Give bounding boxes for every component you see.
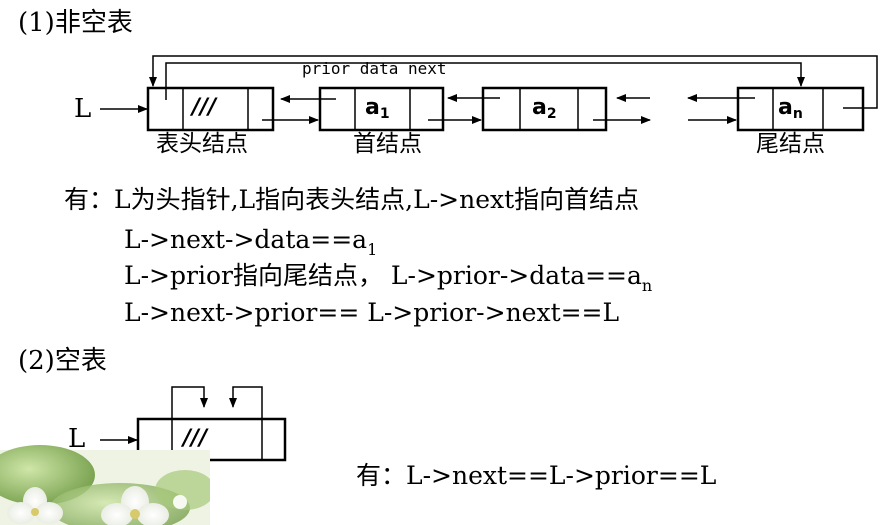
note-line-1: 有：L为头指针,L指向表头结点,L->next指向首结点 bbox=[64, 185, 640, 214]
header-node-data: /// bbox=[192, 95, 217, 120]
section1-heading: (1)非空表 bbox=[18, 8, 133, 38]
tail-node-data: an bbox=[778, 95, 803, 122]
note-line-4: L->next->prior== L->prior->next==L bbox=[124, 298, 620, 327]
empty-head-pointer-label: L bbox=[68, 424, 86, 454]
empty-next-self-arrow bbox=[229, 386, 263, 419]
empty-header-node bbox=[136, 417, 287, 462]
tail-node bbox=[736, 86, 865, 132]
empty-list-note: 有：L->next==L->prior==L bbox=[356, 461, 717, 490]
empty-header-node-data: /// bbox=[183, 426, 208, 451]
note-line-2: L->next->data==a1 bbox=[124, 225, 378, 259]
tail-next-loop-arrow bbox=[149, 55, 878, 109]
section2-heading: (2)空表 bbox=[18, 346, 107, 376]
empty-prior-self-arrow bbox=[171, 386, 208, 419]
head-prior-loop-arrow bbox=[165, 62, 805, 100]
tail-node-caption: 尾结点 bbox=[756, 131, 825, 157]
first-node-data: a1 bbox=[365, 95, 390, 122]
field-labels: prior data next bbox=[302, 59, 447, 78]
note-line-3: L->prior指向尾结点， L->prior->data==an bbox=[124, 261, 653, 295]
header-node bbox=[146, 86, 275, 132]
second-node-data: a2 bbox=[532, 95, 557, 122]
first-node bbox=[318, 86, 445, 132]
flower-decoration-image bbox=[0, 445, 210, 525]
head-pointer-label: L bbox=[74, 94, 92, 124]
first-node-caption: 首结点 bbox=[353, 131, 422, 157]
second-node bbox=[481, 86, 608, 132]
header-node-caption: 表头结点 bbox=[156, 131, 248, 157]
